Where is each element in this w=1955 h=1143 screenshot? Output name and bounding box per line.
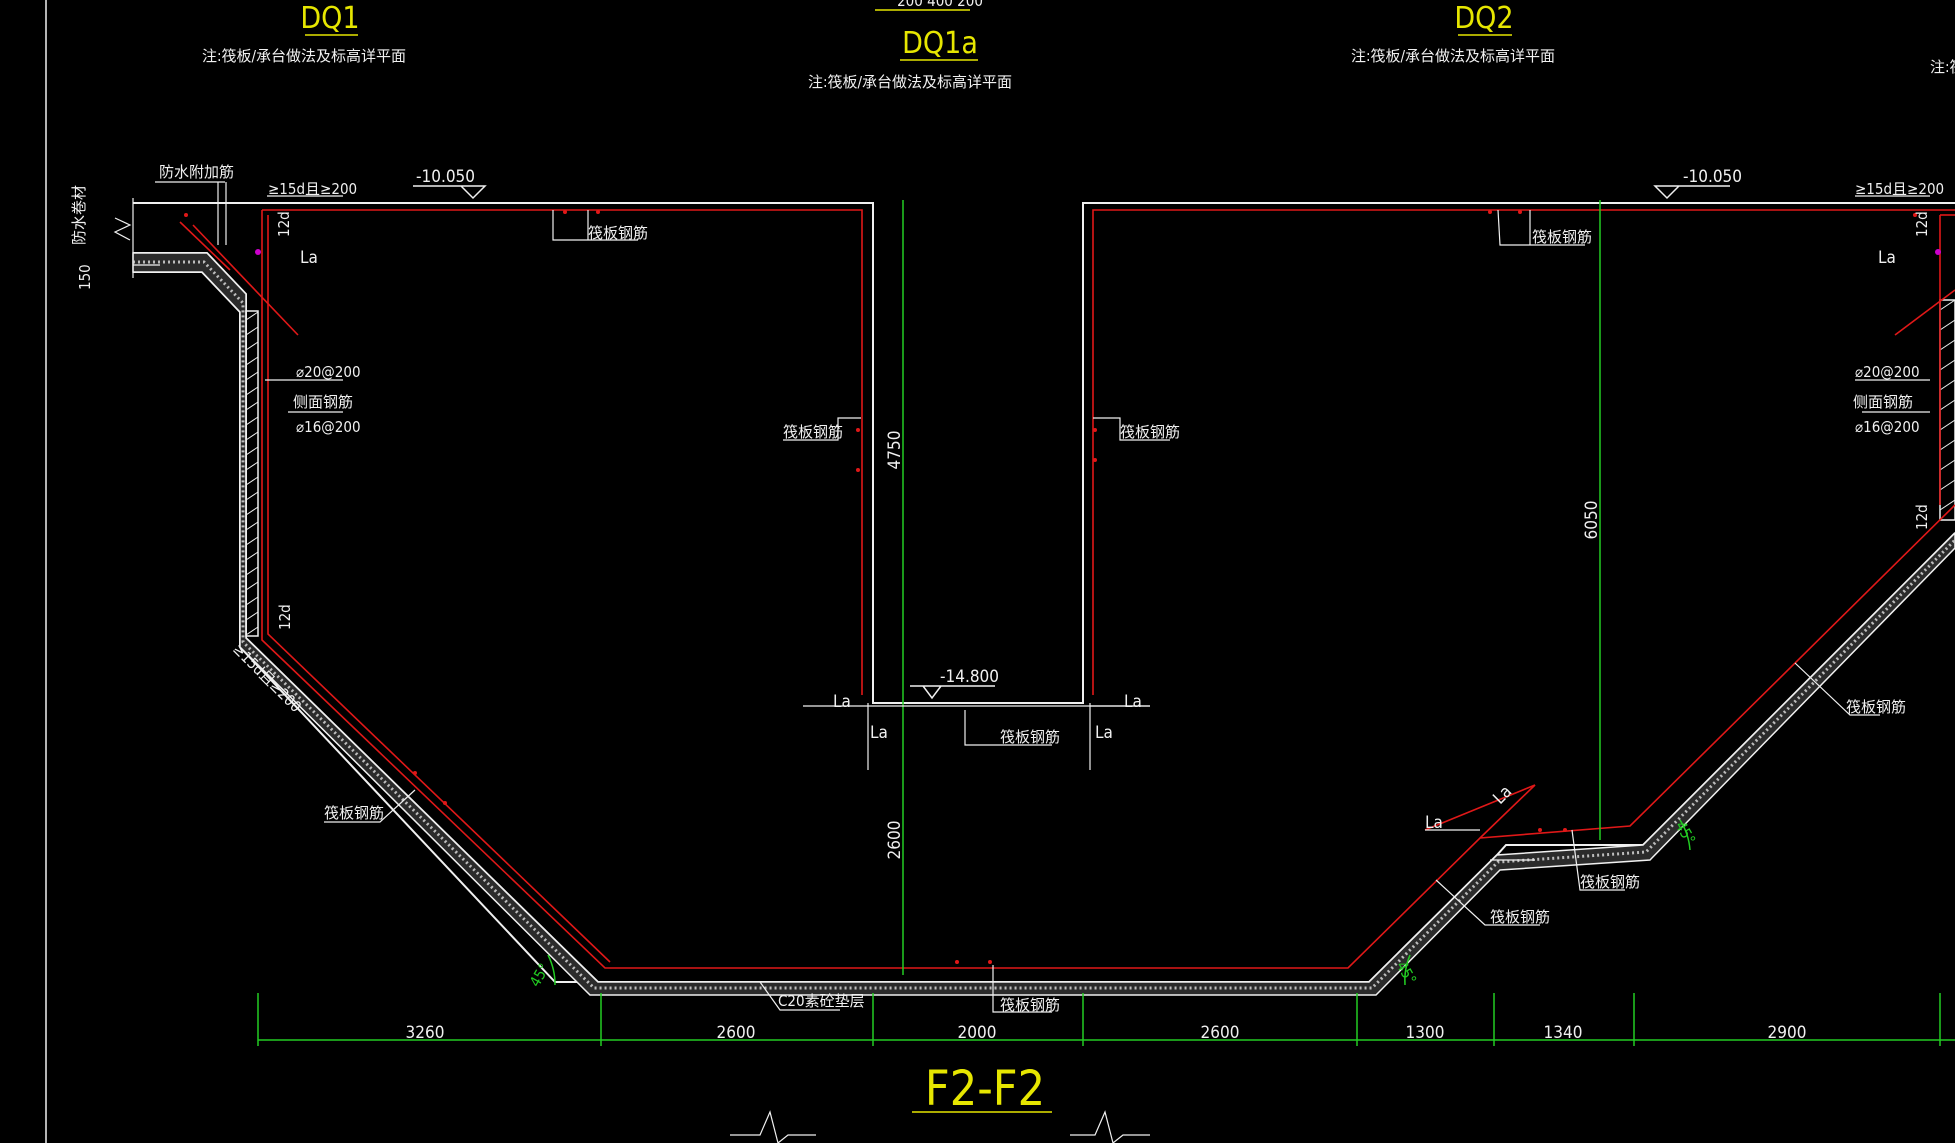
elevation-left-value: -10.050	[416, 167, 475, 187]
elevation-right-value: -10.050	[1683, 167, 1742, 187]
label-raft-bar-pit-right: 筏板钢筋	[1120, 423, 1180, 441]
header-note-dq1: 注:筏板/承台做法及标高详平面	[202, 47, 406, 65]
vertical-dim-4750: 4750	[885, 431, 905, 470]
label-raft-bar-step: 筏板钢筋	[1580, 873, 1640, 891]
header-dq1: DQ1 注:筏板/承台做法及标高详平面	[202, 1, 406, 65]
magenta-markers	[255, 249, 1941, 255]
dimension-lines	[257, 200, 1955, 1046]
label-bar-20-left: ⌀20@200	[296, 363, 361, 381]
header-title-dq1: DQ1	[300, 1, 359, 36]
header-dq2: DQ2 注:筏板/承台做法及标高详平面	[1351, 1, 1555, 65]
elevation-pit: -14.800	[910, 667, 999, 700]
label-12d-right-wall: 12d	[1913, 504, 1931, 530]
label-c20-cushion: C20素砼垫层	[778, 992, 865, 1010]
rebar-lines	[179, 209, 1955, 969]
label-la-pit-right-down: La	[1095, 723, 1113, 743]
label-la-pit-left: La	[833, 692, 851, 712]
label-la-top-right: La	[1878, 248, 1896, 268]
leader-lines	[132, 181, 1930, 1013]
label-la-pit-left-down: La	[870, 723, 888, 743]
header-dq1a: 200 400 200 DQ1a 注:筏板/承台做法及标高详平面	[808, 0, 1012, 91]
label-bar-16-left: ⌀16@200	[296, 418, 361, 436]
label-raft-bar-far-right: 筏板钢筋	[1846, 698, 1906, 716]
label-lap-left: ≥15d且≥200	[268, 180, 357, 198]
label-la-pit-right: La	[1124, 692, 1142, 712]
label-angle-45-left: 45°	[526, 960, 554, 990]
section-title-text: F2-F2	[925, 1061, 1045, 1117]
label-12d-top-right: 12d	[1913, 211, 1931, 237]
label-bar-16-right: ⌀16@200	[1855, 418, 1920, 436]
elevation-right: -10.050	[1653, 167, 1742, 200]
label-la-step: La	[1425, 813, 1443, 833]
label-raft-bar-slope-left: 筏板钢筋	[324, 804, 384, 822]
bottom-dim-5: 1300	[1406, 1023, 1445, 1043]
bottom-dim-4: 2600	[1201, 1023, 1240, 1043]
label-raft-bar-top-right: 筏板钢筋	[1532, 228, 1592, 246]
label-side-bar-right: 侧面钢筋	[1853, 393, 1913, 411]
elevation-pit-value: -14.800	[940, 667, 999, 687]
vertical-dim-6050: 6050	[1582, 501, 1602, 540]
header-note-dq2: 注:筏板/承台做法及标高详平面	[1351, 47, 1555, 65]
header-note-dq1a: 注:筏板/承台做法及标高详平面	[808, 73, 1012, 91]
bottom-dim-6: 1340	[1544, 1023, 1583, 1043]
concrete-outline	[133, 202, 1955, 983]
label-bar-20-right: ⌀20@200	[1855, 363, 1920, 381]
rebar-dots	[184, 210, 1917, 964]
label-waterproof-addl: 防水附加筋	[159, 163, 234, 181]
elevation-left: -10.050	[413, 167, 487, 200]
label-raft-bar-pit-bottom: 筏板钢筋	[1000, 728, 1060, 746]
label-12d-top-left: 12d	[275, 211, 293, 237]
header-top-dims-dq1a: 200 400 200	[897, 0, 983, 10]
header-title-dq2: DQ2	[1454, 1, 1513, 36]
label-raft-bar-top-left: 筏板钢筋	[588, 224, 648, 242]
label-la-top-left: La	[300, 248, 318, 268]
label-waterproof-layer: 防水卷材	[70, 185, 88, 245]
bottom-dim-7: 2900	[1768, 1023, 1807, 1043]
break-symbols	[113, 217, 1150, 1143]
vertical-dim-2600: 2600	[885, 821, 905, 860]
label-side-bar-left: 侧面钢筋	[293, 393, 353, 411]
bottom-dim-3: 2000	[958, 1023, 997, 1043]
header-note-cut: 注:筏	[1930, 58, 1955, 76]
label-la-step-slope: La	[1489, 782, 1516, 809]
bottom-dim-1: 3260	[406, 1023, 445, 1043]
header-title-dq1a: DQ1a	[902, 26, 978, 61]
label-lap-right: ≥15d且≥200	[1855, 180, 1944, 198]
label-raft-bar-bottom: 筏板钢筋	[1000, 996, 1060, 1014]
label-lap-slope: ≥15d且≥200	[229, 640, 305, 716]
section-title: F2-F2	[912, 1061, 1052, 1117]
label-12d-bottom-left: 12d	[276, 604, 294, 630]
label-raft-bar-pit-left: 筏板钢筋	[783, 423, 843, 441]
pit-outline	[872, 203, 1084, 704]
c20-cushion-layer	[132, 252, 1955, 996]
bottom-dim-2: 2600	[717, 1023, 756, 1043]
label-raft-bar-slope-right: 筏板钢筋	[1490, 908, 1550, 926]
waterproof-hatch	[245, 299, 1955, 637]
label-dim-150: 150	[76, 264, 94, 290]
